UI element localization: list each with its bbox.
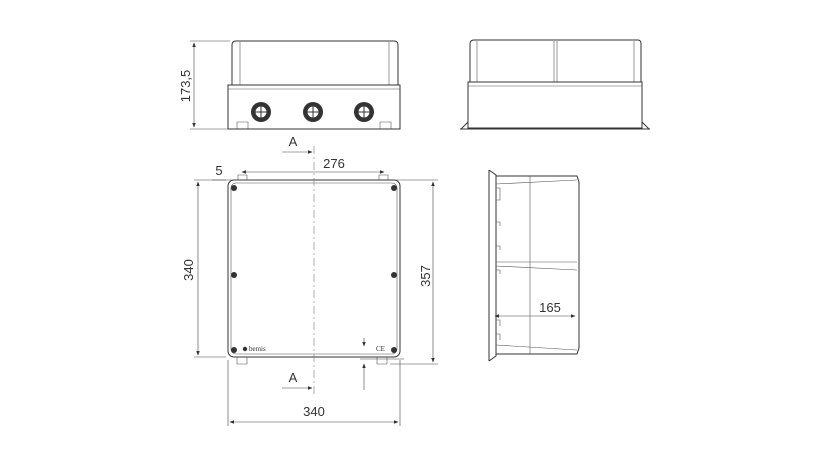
dimension-tab-offset: 5 [215, 163, 222, 178]
section-label-bottom: A [289, 370, 298, 385]
section-view: 165 [488, 169, 580, 362]
dimension-height: 173,5 [178, 70, 193, 103]
ce-mark: CE [376, 345, 385, 353]
dimension-tab-spacing: 276 [323, 156, 345, 171]
dimension-width: 340 [303, 404, 325, 419]
screw-icons [231, 185, 397, 353]
brand-logo: bemis [242, 345, 266, 353]
cable-gland-icon [354, 102, 374, 122]
side-view [460, 39, 650, 130]
dimension-section-depth: 165 [539, 300, 561, 315]
dimension-depth-left: 340 [181, 259, 196, 281]
front-view: 173,5 [178, 40, 401, 130]
cable-gland-icon [303, 102, 323, 122]
section-label-top: A [289, 134, 298, 149]
dimension-depth-right: 357 [418, 265, 433, 287]
plan-view: bemis CE 276 5 340 357 340 A A [181, 134, 438, 426]
svg-text:bemis: bemis [249, 345, 266, 353]
cable-gland-icon [251, 102, 271, 122]
